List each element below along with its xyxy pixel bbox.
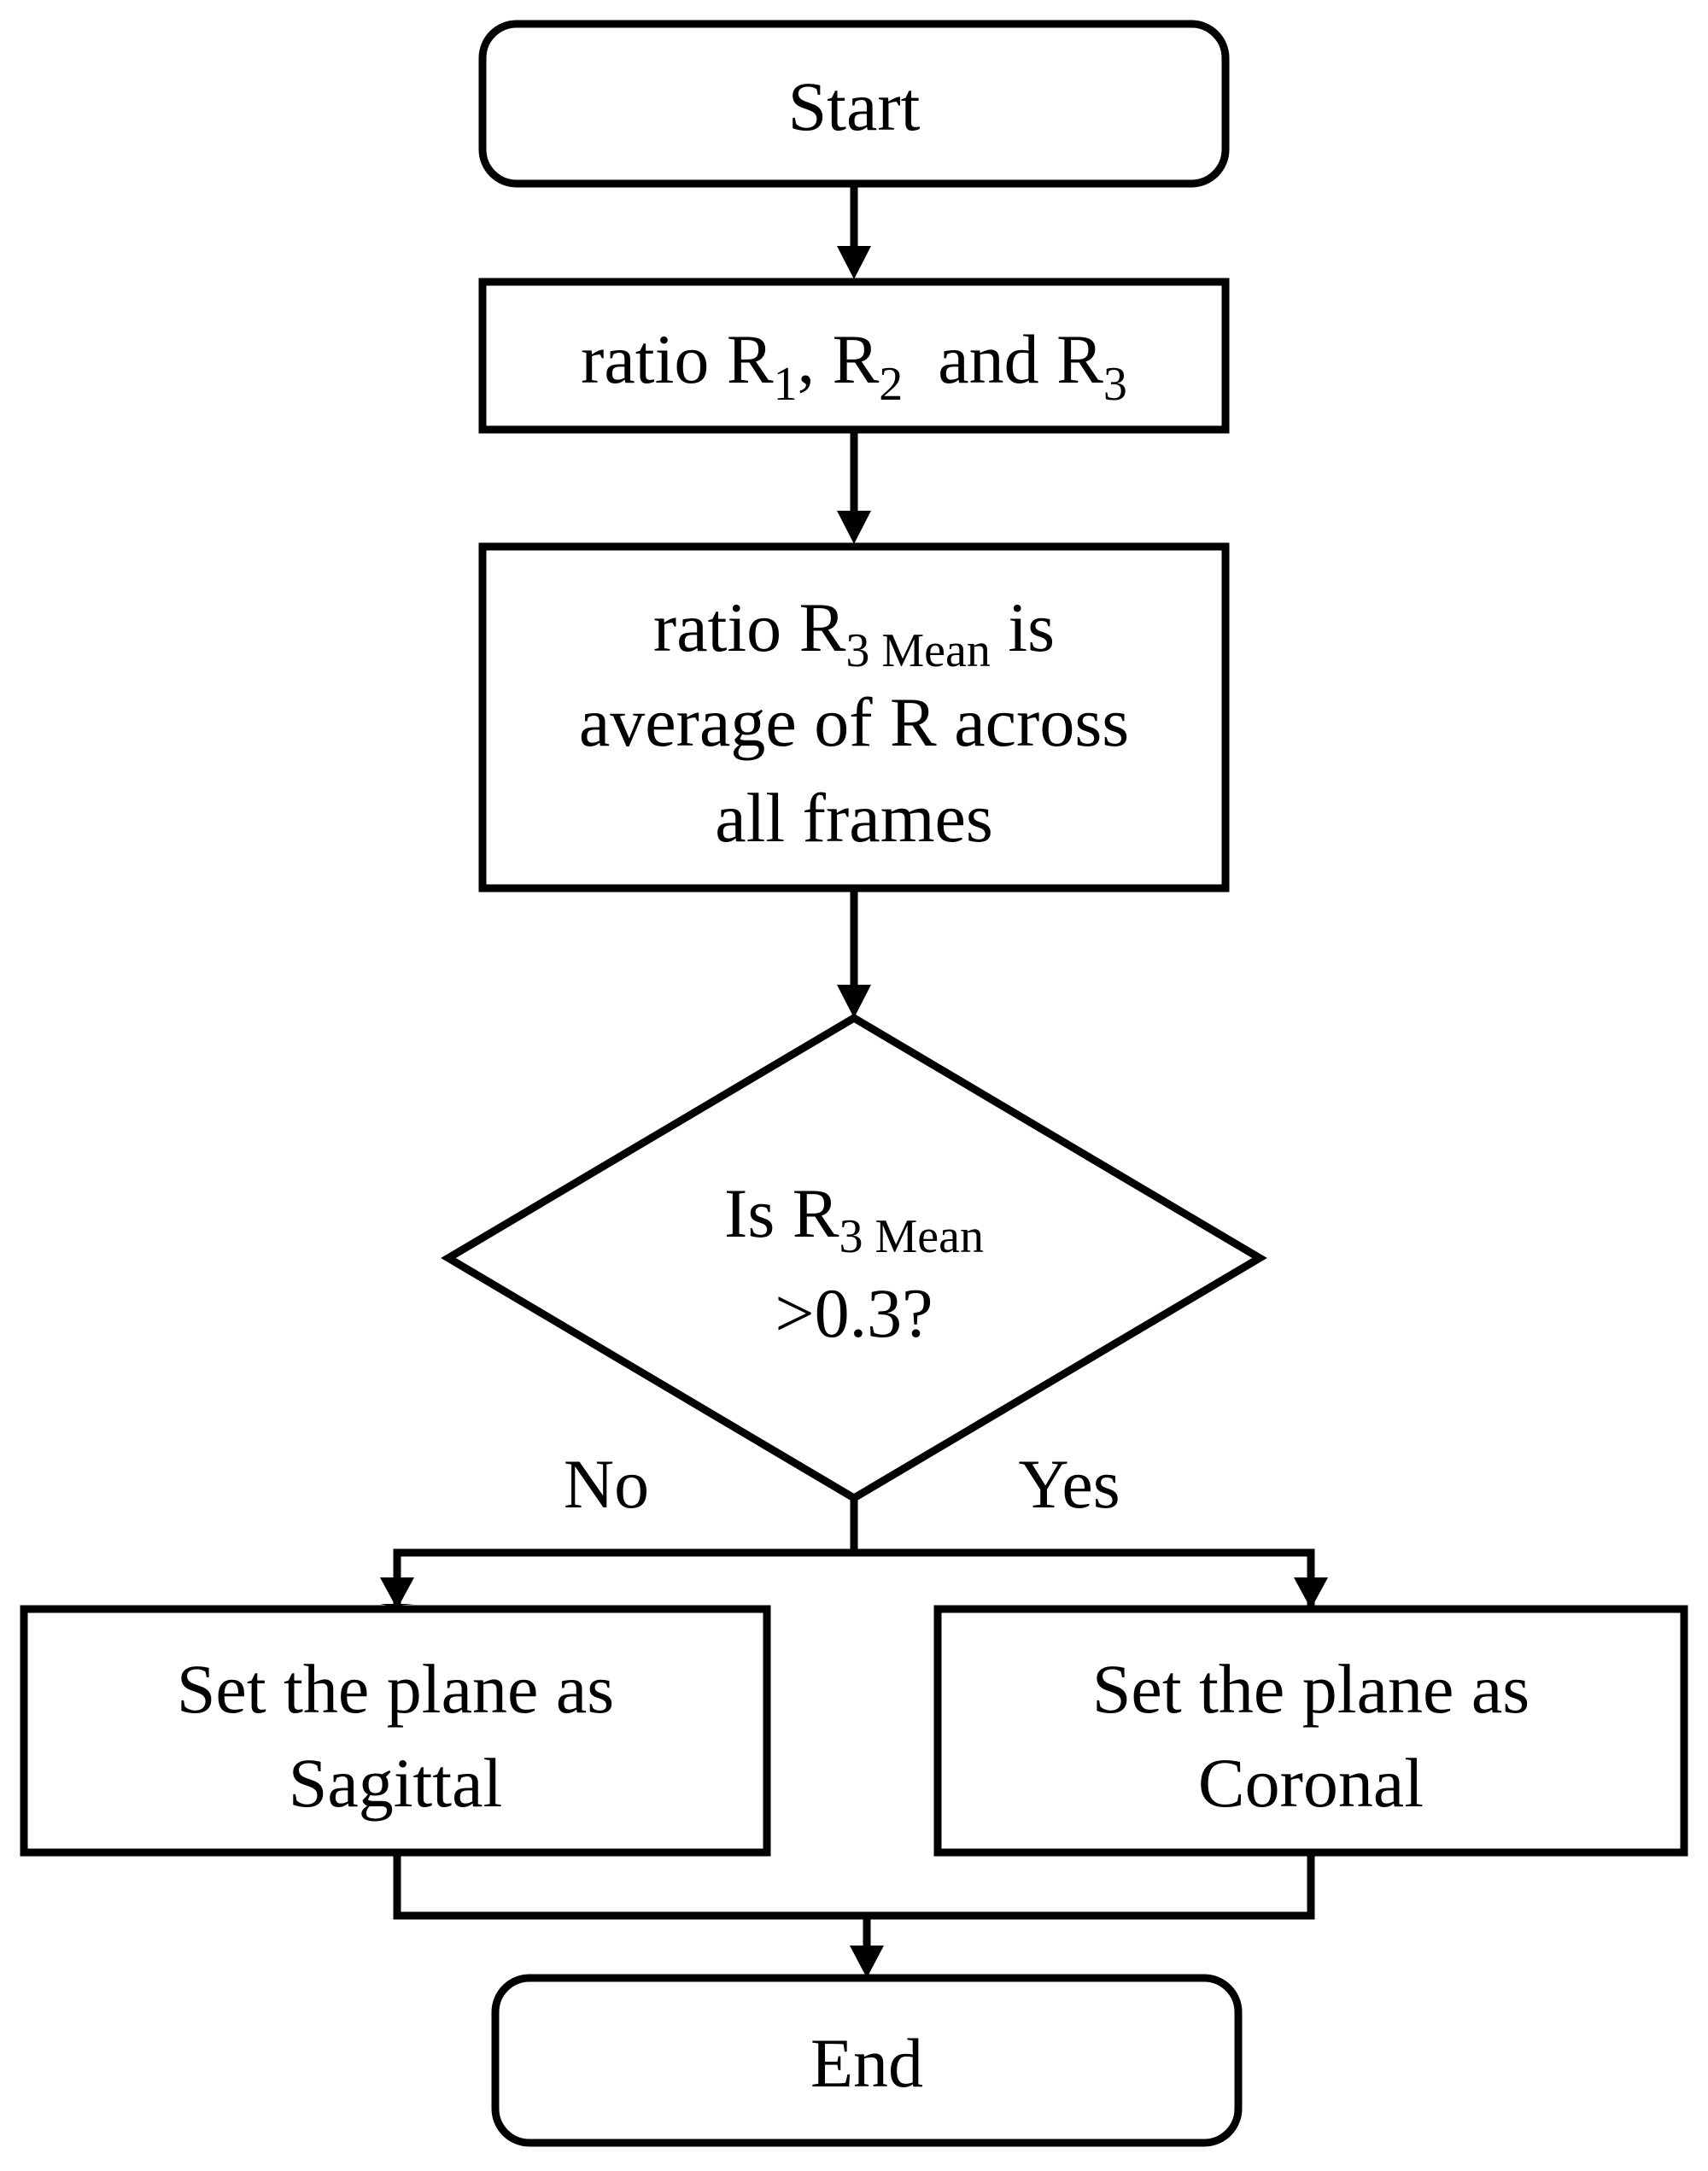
arrowhead-mean	[837, 511, 871, 544]
branch-yes-label: Yes	[1018, 1445, 1120, 1523]
split-connector	[393, 1548, 1315, 1606]
mean-ratio-line2: average of R across	[579, 683, 1129, 761]
arrowhead-compute	[837, 246, 871, 279]
branch-no-label: No	[564, 1445, 649, 1523]
mean-ratio-line1: ratio R3 Mean is	[653, 588, 1055, 677]
arrowhead-sagittal-tip	[380, 1577, 414, 1609]
sagittal-node	[20, 1605, 771, 1857]
coronal-line2: Coronal	[1198, 1744, 1424, 1822]
compute-ratios-label: ratio R1, R2 and R3	[581, 320, 1127, 411]
start-label: Start	[788, 67, 921, 145]
decision-line2: >0.3?	[775, 1274, 933, 1352]
mean-ratio-line3: all frames	[715, 779, 993, 857]
sagittal-line1: Set the plane as	[177, 1650, 614, 1728]
compute-ratios-node	[478, 278, 1230, 434]
arrowhead-coronal-tip	[1294, 1577, 1328, 1609]
arrowhead-decision	[837, 985, 871, 1018]
decision-line1: Is R3 Mean	[724, 1174, 984, 1263]
end-label: End	[810, 2024, 923, 2102]
sagittal-line2: Sagittal	[289, 1744, 503, 1822]
coronal-line1: Set the plane as	[1092, 1650, 1530, 1728]
merge-connector	[393, 1852, 1315, 1920]
arrowhead-end	[850, 1946, 884, 1978]
end-node	[491, 1974, 1243, 2147]
coronal-node	[933, 1605, 1688, 1857]
